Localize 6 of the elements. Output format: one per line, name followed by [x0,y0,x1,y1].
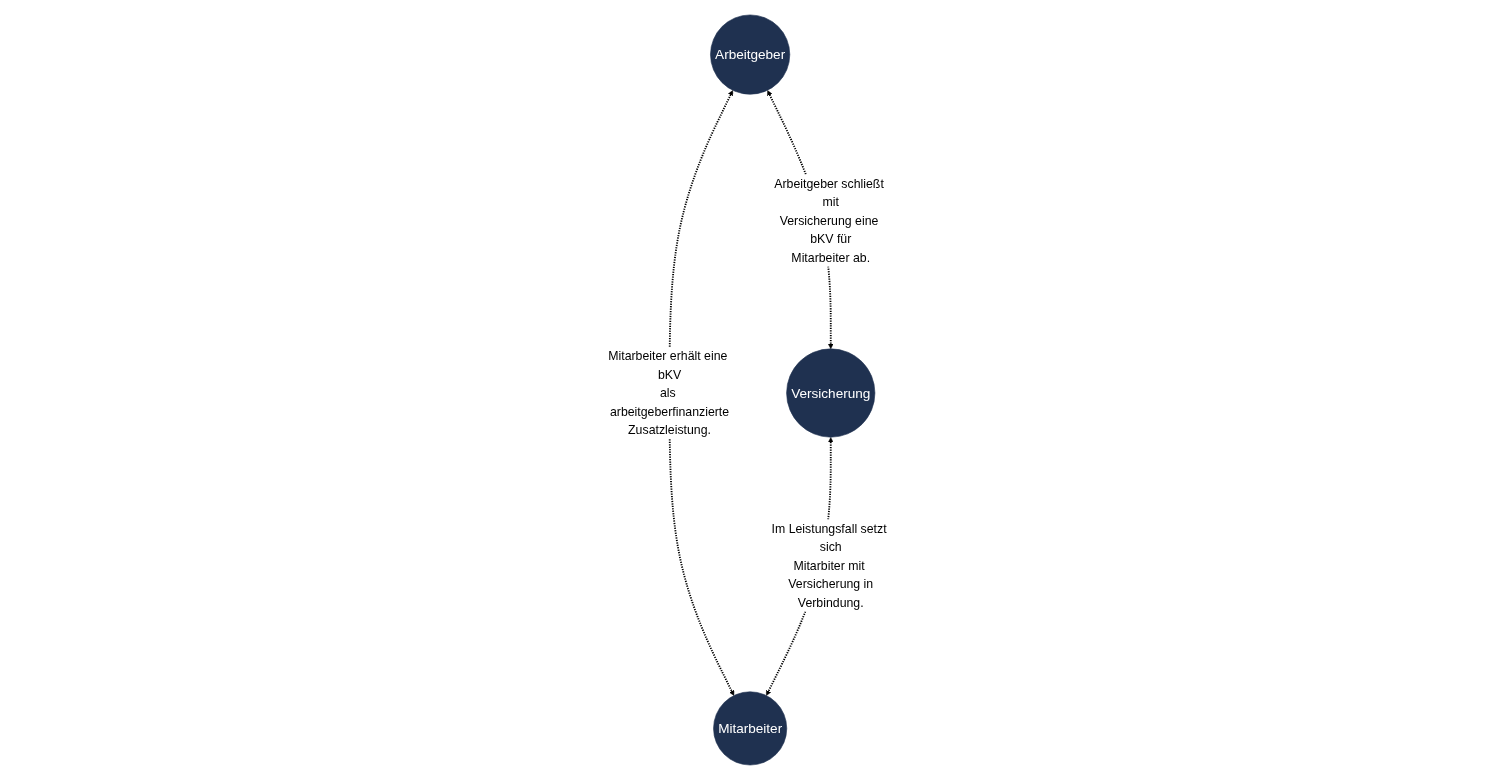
node-circle: Arbeitgeber [710,14,790,95]
edge-label: Mitarbeiter erhält eine bKV als arbeitgeberfinanzierte Zusatzleistung. [608,349,729,437]
node-circle: Mitarbeiter [713,691,787,766]
edge-label: Im Leistungsfall setzt sich Mitarbiter mit Versicherung in Verbindung. [771,521,887,610]
node-circle: Versicherung [786,348,876,438]
edge-label: Arbeitgeber schließt mit Versicherung eine bKV für Mitarbeiter ab. [774,176,884,265]
